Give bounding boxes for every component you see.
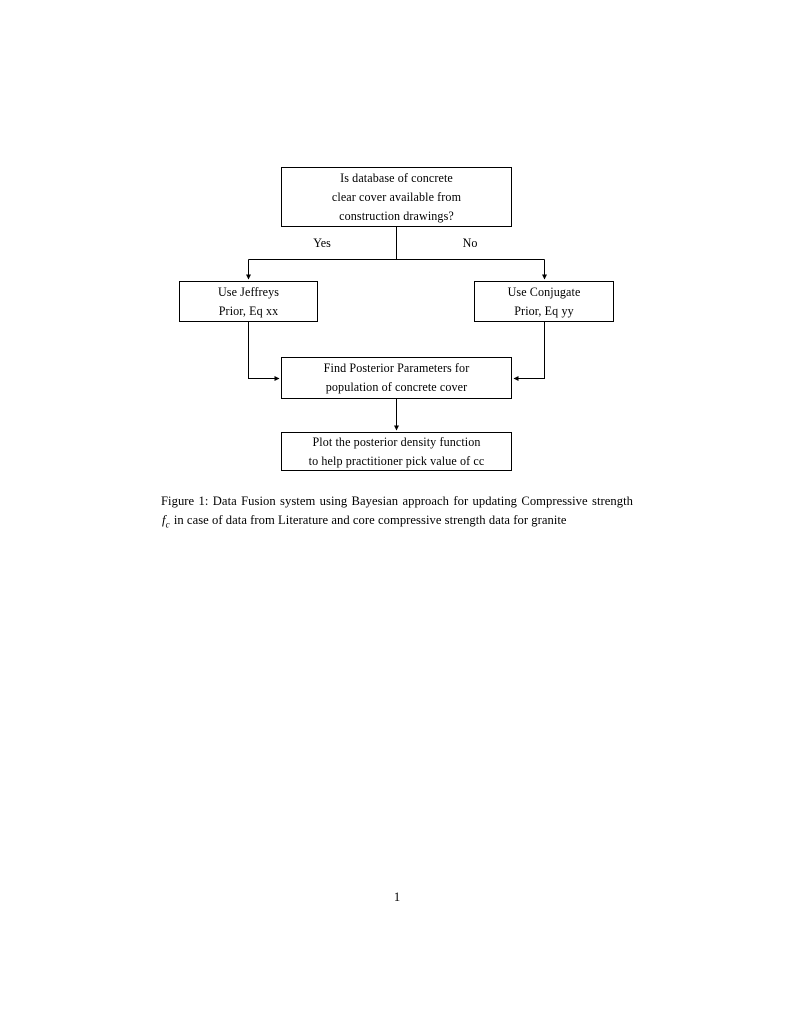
caption-text-after: in case of data from Literature and core… — [170, 513, 567, 528]
edge-jeffreys-to-posterior — [248, 322, 280, 381]
node-jeffreys-prior: Use Jeffreys Prior, Eq xx — [179, 281, 318, 322]
edge-label-yes: Yes — [313, 236, 331, 250]
node-jeffreys-line-1: Use Jeffreys — [217, 284, 280, 299]
page-number: 1 — [393, 890, 401, 904]
node-conjugate-line-2: Prior, Eq yy — [514, 303, 574, 318]
caption-text-before: Data Fusion system using Bayesian approa… — [208, 494, 633, 508]
caption-math-subscript: c — [165, 519, 170, 530]
node-question-line-2: clear cover available from — [331, 189, 462, 204]
edge-conjugate-to-posterior — [513, 322, 545, 381]
node-conjugate-line-1: Use Conjugate — [507, 284, 581, 299]
node-find-posterior-parameters: Find Posterior Parameters for population… — [281, 357, 512, 399]
node-posterior-line-2: population of concrete cover — [325, 380, 468, 394]
edge-label-no: No — [462, 236, 478, 250]
node-plot-line-2: to help practitioner pick value of cc — [308, 453, 485, 468]
node-conjugate-prior: Use Conjugate Prior, Eq yy — [474, 281, 614, 322]
node-question-line-1: Is database of concrete — [340, 170, 453, 185]
figure-caption: Figure 1: Data Fusion system using Bayes… — [161, 492, 633, 535]
node-jeffreys-line-2: Prior, Eq xx — [218, 303, 279, 318]
node-plot-posterior-density: Plot the posterior density function to h… — [281, 432, 512, 471]
node-question: Is database of concrete clear cover avai… — [281, 167, 512, 227]
node-plot-line-1: Plot the posterior density function — [312, 434, 481, 449]
caption-math-symbol: f — [162, 513, 166, 528]
flowchart-connectors — [246, 227, 547, 431]
caption-math-fc: fc — [161, 513, 171, 530]
node-question-line-3: construction drawings? — [339, 208, 454, 223]
caption-label: Figure 1: — [161, 494, 209, 508]
node-posterior-line-1: Find Posterior Parameters for — [323, 361, 470, 375]
figure-flowchart: Is database of concrete clear cover avai… — [0, 0, 794, 490]
